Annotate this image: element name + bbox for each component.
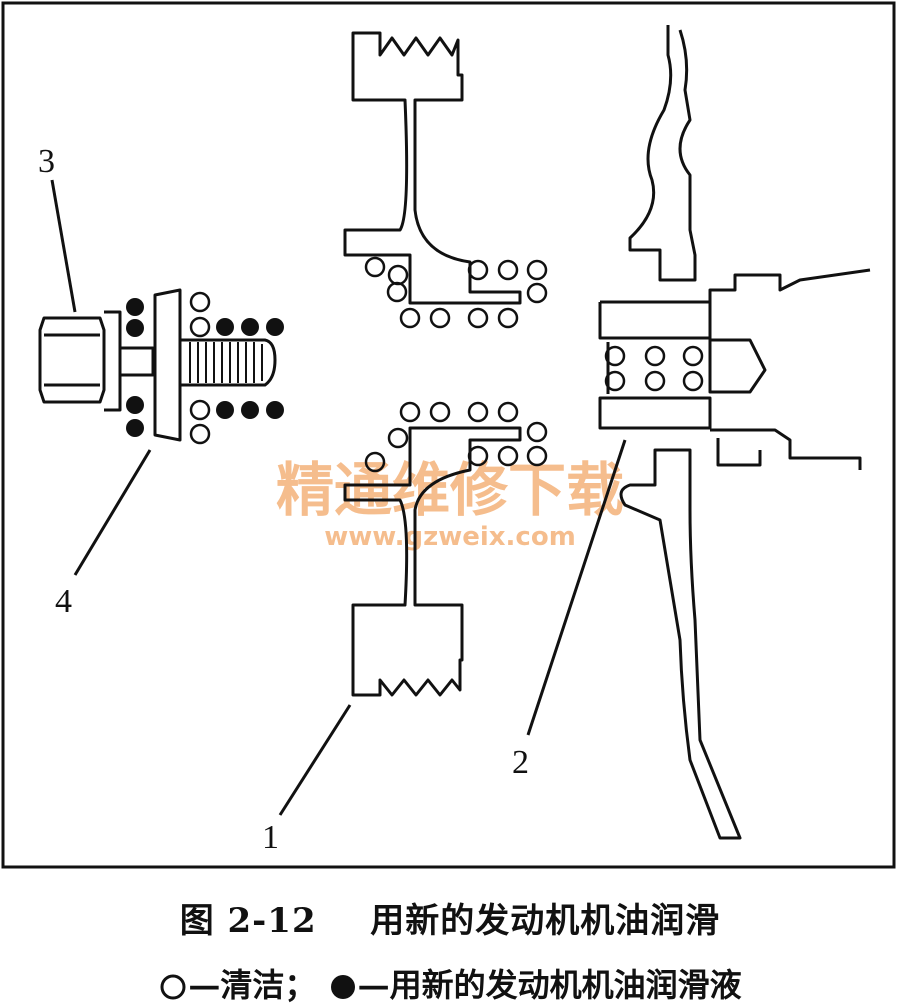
watermark-url: www.gzweix.com (324, 522, 576, 552)
bolt-flange (104, 310, 122, 412)
diagram-frame (1, 1, 896, 869)
leader-4 (73, 449, 152, 576)
bolt-head-flats (44, 333, 100, 387)
bolt-thread (180, 338, 277, 387)
legend-filled-text: —用新的发动机机油润滑液 (357, 966, 742, 1004)
legend: —清洁； —用新的发动机机油润滑液 (0, 960, 900, 1006)
washer (153, 288, 182, 442)
bolt-shank (120, 346, 155, 377)
case-step (716, 438, 762, 467)
clean-markers (189, 256, 704, 473)
open-circle-icon (160, 974, 186, 1000)
watermark-title: 精通维修下载 (276, 456, 624, 524)
callout-3: 3 (38, 143, 55, 180)
bolt-head (38, 316, 106, 404)
lubricate-markers (126, 298, 284, 437)
figure-title: 用新的发动机机油润滑 (370, 901, 721, 941)
crankshaft-lower-flange (598, 396, 712, 430)
callout-1: 1 (262, 819, 279, 856)
figure-number: 图 2-12 (179, 901, 317, 941)
filled-circle-icon (330, 975, 355, 999)
thread-lines (189, 342, 263, 383)
leader-2 (526, 439, 627, 736)
case-lower (710, 428, 862, 470)
drawing (38, 25, 871, 840)
crankshaft-upper (600, 300, 767, 394)
leader-3 (50, 179, 77, 313)
figure-caption: 图 2-12 用新的发动机机油润滑 (0, 893, 900, 942)
crankshaft-upper-flange (598, 302, 710, 340)
legend-open-text: —清洁； (188, 966, 317, 1004)
case-upper (708, 268, 871, 302)
front-cover-lower (619, 448, 742, 840)
front-cover-upper (628, 25, 697, 282)
callout-2: 2 (512, 744, 529, 781)
pulley-upper-half (343, 31, 522, 305)
callout-4: 4 (55, 583, 72, 620)
leader-1 (278, 704, 352, 816)
pulley-lower-half (343, 426, 522, 697)
lubrication-diagram: 精通维修下载 www.gzweix.com (1, 1, 896, 869)
